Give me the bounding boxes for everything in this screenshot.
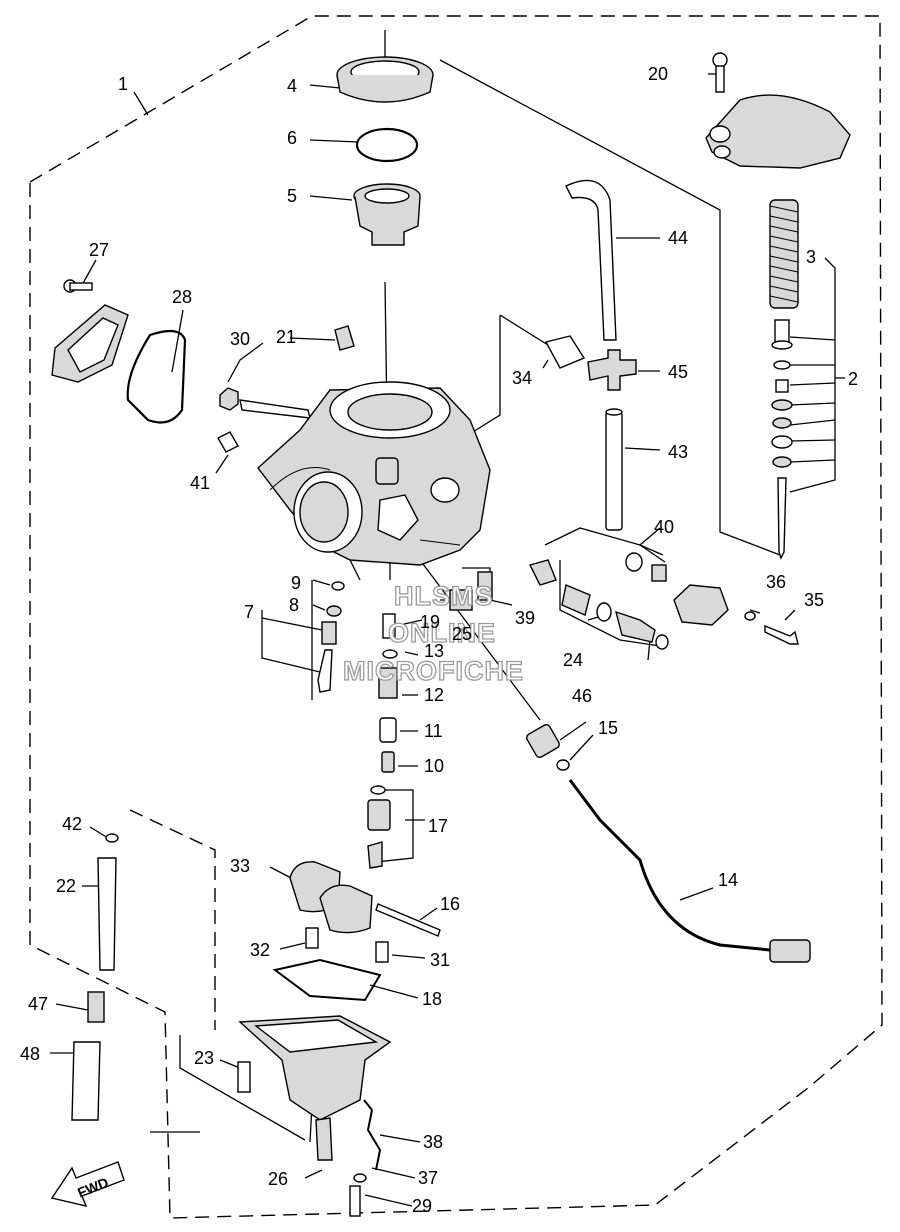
callout-36: 36 [766,572,786,592]
callout-42: 42 [62,814,82,834]
callout-47: 47 [28,994,48,1014]
callout-24: 24 [563,650,583,670]
leader-lines [50,30,845,1207]
callout-30: 30 [230,329,250,349]
callout-7: 7 [244,602,254,622]
part-drawings [50,52,851,1217]
callout-37: 37 [418,1168,438,1188]
callout-9: 9 [291,573,301,593]
callout-41: 41 [190,473,210,493]
watermark-line-2: ONLINE [388,618,496,648]
callout-10: 10 [424,756,444,776]
callout-23: 23 [194,1048,214,1068]
callout-4: 4 [287,76,297,96]
callout-26: 26 [268,1169,288,1189]
spring-3 [769,199,799,309]
callout-45: 45 [668,362,688,382]
callout-21: 21 [276,327,296,347]
callout-6: 6 [287,128,297,148]
callout-11: 11 [424,721,443,741]
callout-19: 19 [420,612,440,632]
watermark-line-3: MICROFICHE [343,656,524,686]
callout-2: 2 [848,369,858,389]
callout-25: 25 [452,624,472,644]
callout-40: 40 [654,517,674,537]
callout-31: 31 [430,950,450,970]
callout-13: 13 [424,641,444,661]
callout-32: 32 [250,940,270,960]
callout-29: 29 [412,1196,432,1216]
callout-1: 1 [118,74,128,94]
callout-8: 8 [289,595,299,615]
callout-22: 22 [56,876,76,896]
carburetor-body [257,381,491,566]
callout-5: 5 [287,186,297,206]
callout-33: 33 [230,856,250,876]
callout-35: 35 [804,590,824,610]
callout-38: 38 [423,1132,443,1152]
callout-14: 14 [718,870,738,890]
callout-20: 20 [648,64,668,84]
callout-43: 43 [668,442,688,462]
assembly-boundary [29,15,883,1219]
callout-3: 3 [806,247,816,267]
callout-27: 27 [89,240,109,260]
callout-34: 34 [512,368,532,388]
callout-18: 18 [422,989,442,1009]
callout-46: 46 [572,686,592,706]
callout-48: 48 [20,1044,40,1064]
callout-17: 17 [428,816,448,836]
callout-15: 15 [598,718,618,738]
callout-44: 44 [668,228,688,248]
watermark: HLSMS ONLINE MICROFICHE [342,580,524,686]
callout-numbers: 1 2 3 4 5 6 7 8 9 10 11 12 13 14 15 16 1… [20,64,858,1216]
callout-39: 39 [515,608,535,628]
callout-28: 28 [172,287,192,307]
callout-12: 12 [424,685,444,705]
callout-16: 16 [440,894,460,914]
watermark-line-1: HLSMS [394,581,494,611]
